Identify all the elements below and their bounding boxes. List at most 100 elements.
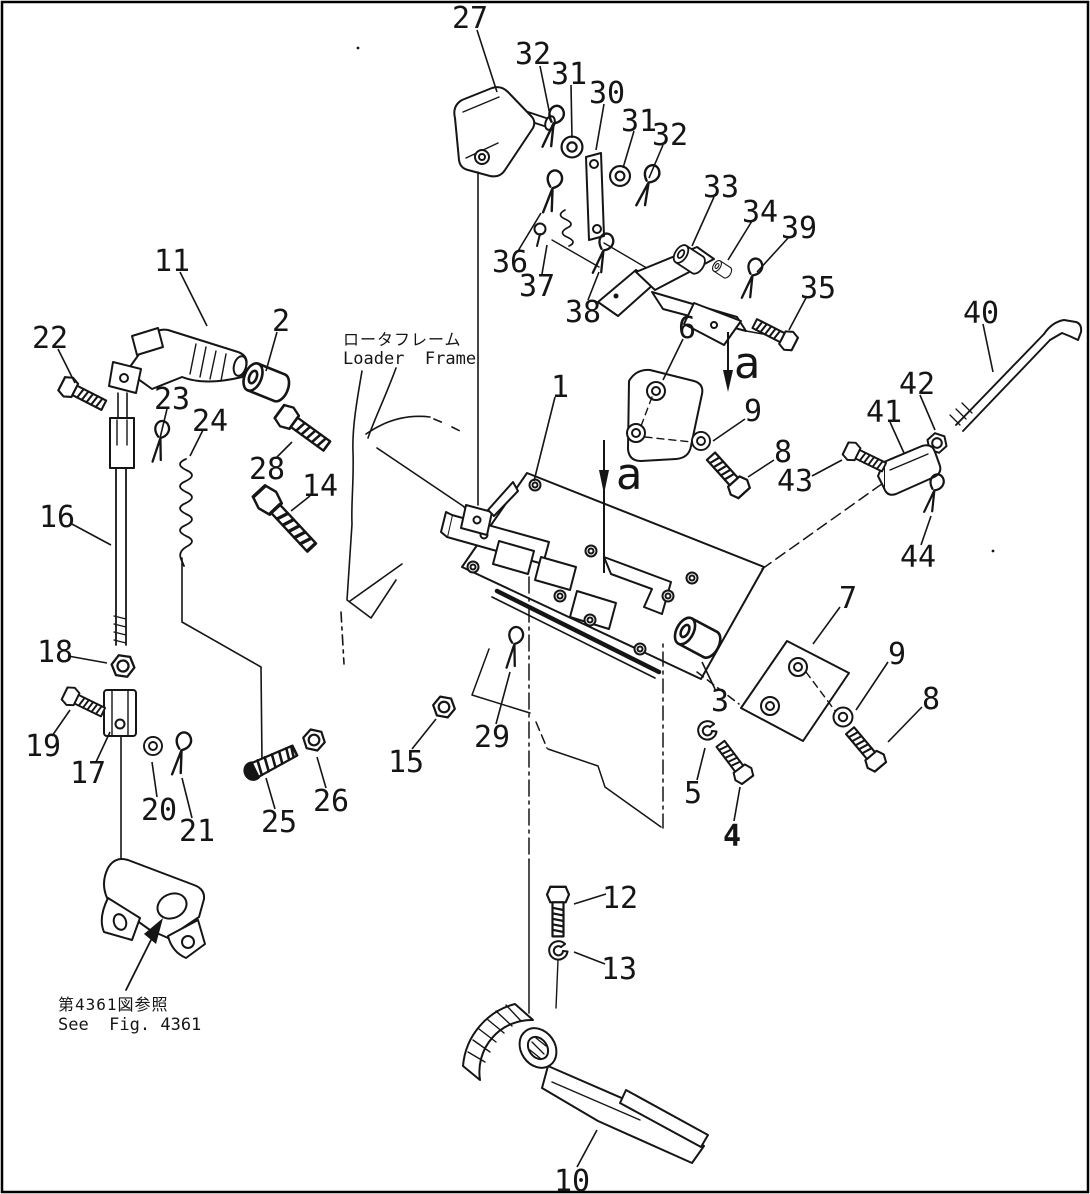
part-15-nut	[430, 694, 458, 720]
leader-line-14	[290, 495, 311, 512]
callout-32: 32	[515, 37, 551, 72]
part-22-bolt	[55, 373, 110, 416]
part-8-bolt-b	[840, 722, 890, 775]
leader-line-5	[696, 747, 706, 781]
leader-line-36	[517, 212, 542, 252]
callout-1: 1	[551, 370, 569, 405]
leader-line-25	[265, 777, 276, 810]
callout-31: 31	[621, 104, 657, 139]
part-24-spring	[179, 458, 263, 763]
part-21-cotter-pin	[170, 730, 194, 778]
callout-36: 36	[492, 245, 528, 280]
see-fig-arrowhead	[144, 918, 163, 944]
leader-line-18	[67, 655, 108, 664]
leader-line-33	[691, 196, 715, 247]
part-7-clamp-plate	[740, 640, 850, 742]
callout-34: 34	[742, 195, 778, 230]
part-36-cotter-pin	[541, 168, 565, 216]
leader-line-41	[889, 421, 905, 454]
part-18-nut	[109, 653, 137, 679]
part-30-link	[585, 152, 658, 275]
leader-line-17	[95, 731, 111, 763]
callout-38: 38	[565, 295, 601, 330]
leader-line-31	[622, 130, 635, 169]
leader-line-8	[887, 706, 923, 743]
part-9-washer-b	[832, 706, 854, 728]
speck	[991, 549, 995, 553]
leader-line-32	[648, 144, 664, 179]
callout-28: 28	[249, 452, 285, 487]
leader-line-34	[727, 220, 753, 261]
part-39-cotter-pin	[740, 256, 765, 302]
leader-line-24	[189, 429, 204, 457]
leader-line-15	[411, 718, 437, 750]
leader-line-16	[69, 522, 112, 546]
leader-line-20	[151, 761, 158, 798]
callout-29: 29	[474, 720, 510, 755]
leader-line-35	[788, 295, 808, 331]
part-19-bolt	[59, 683, 109, 722]
callout-4: 4	[723, 819, 741, 854]
section-arrowhead-1	[599, 470, 609, 494]
leader-line-9	[712, 418, 746, 442]
part-16-rod	[109, 417, 135, 646]
callout-7: 7	[839, 581, 857, 616]
callout-14: 14	[302, 469, 338, 504]
callout-33: 33	[703, 170, 739, 205]
callout-9: 9	[888, 637, 906, 672]
callout-17: 17	[70, 756, 106, 791]
leader-line-8	[747, 459, 775, 478]
part-27-lever	[453, 86, 556, 506]
leader-line-9	[855, 661, 889, 711]
part-9-washer	[691, 431, 711, 451]
leader-line-37	[541, 244, 548, 275]
leader-line-32	[539, 65, 552, 121]
callout-43: 43	[777, 464, 813, 499]
leader-line-42	[919, 394, 936, 431]
leader-line-21	[181, 777, 193, 819]
see-fig-label-en: See Fig. 4361	[58, 1015, 201, 1035]
callout-23: 23	[154, 382, 190, 417]
leader-line-26	[316, 756, 327, 789]
callout-32: 32	[652, 118, 688, 153]
part-2-bushing	[238, 359, 295, 406]
leader-line-43	[811, 459, 843, 477]
section-marker-a-0: a	[734, 338, 761, 389]
leader-line-27	[476, 29, 498, 93]
callout-8: 8	[774, 435, 792, 470]
part-34-bushing	[710, 258, 734, 281]
callout-16: 16	[39, 500, 75, 535]
leader-line-40	[982, 323, 994, 373]
callout-5: 5	[684, 776, 702, 811]
leader-line-10	[576, 1129, 598, 1168]
callout-20: 20	[141, 793, 177, 828]
part-17-turnbuckle	[103, 689, 137, 869]
callout-40: 40	[963, 296, 999, 331]
callout-24: 24	[192, 404, 228, 439]
part-23-cotter-pin	[151, 419, 171, 464]
callout-21: 21	[179, 814, 215, 849]
loader-frame-label-jp: ロータフレーム	[343, 330, 462, 349]
callout-31: 31	[551, 57, 587, 92]
callout-27: 27	[452, 1, 488, 36]
leader-line-4	[733, 786, 741, 822]
callout-12: 12	[602, 881, 638, 916]
part-31-washer-b	[608, 164, 632, 188]
leader-line-13	[573, 951, 606, 965]
callout-42: 42	[899, 367, 935, 402]
part-4-bolt	[711, 736, 757, 787]
part-5-lock-washer	[697, 720, 718, 741]
leader-line-28	[275, 441, 293, 459]
part-8-bolt	[701, 447, 754, 502]
callout-3: 3	[711, 684, 729, 719]
part-13-washer	[548, 940, 569, 961]
leader-line-19	[51, 709, 71, 737]
leader-line-2	[265, 331, 278, 372]
leader-line-22	[57, 348, 76, 384]
callout-35: 35	[800, 271, 836, 306]
drawing	[55, 46, 1083, 1164]
callout-19: 19	[25, 729, 61, 764]
leader-line-11	[179, 271, 208, 327]
